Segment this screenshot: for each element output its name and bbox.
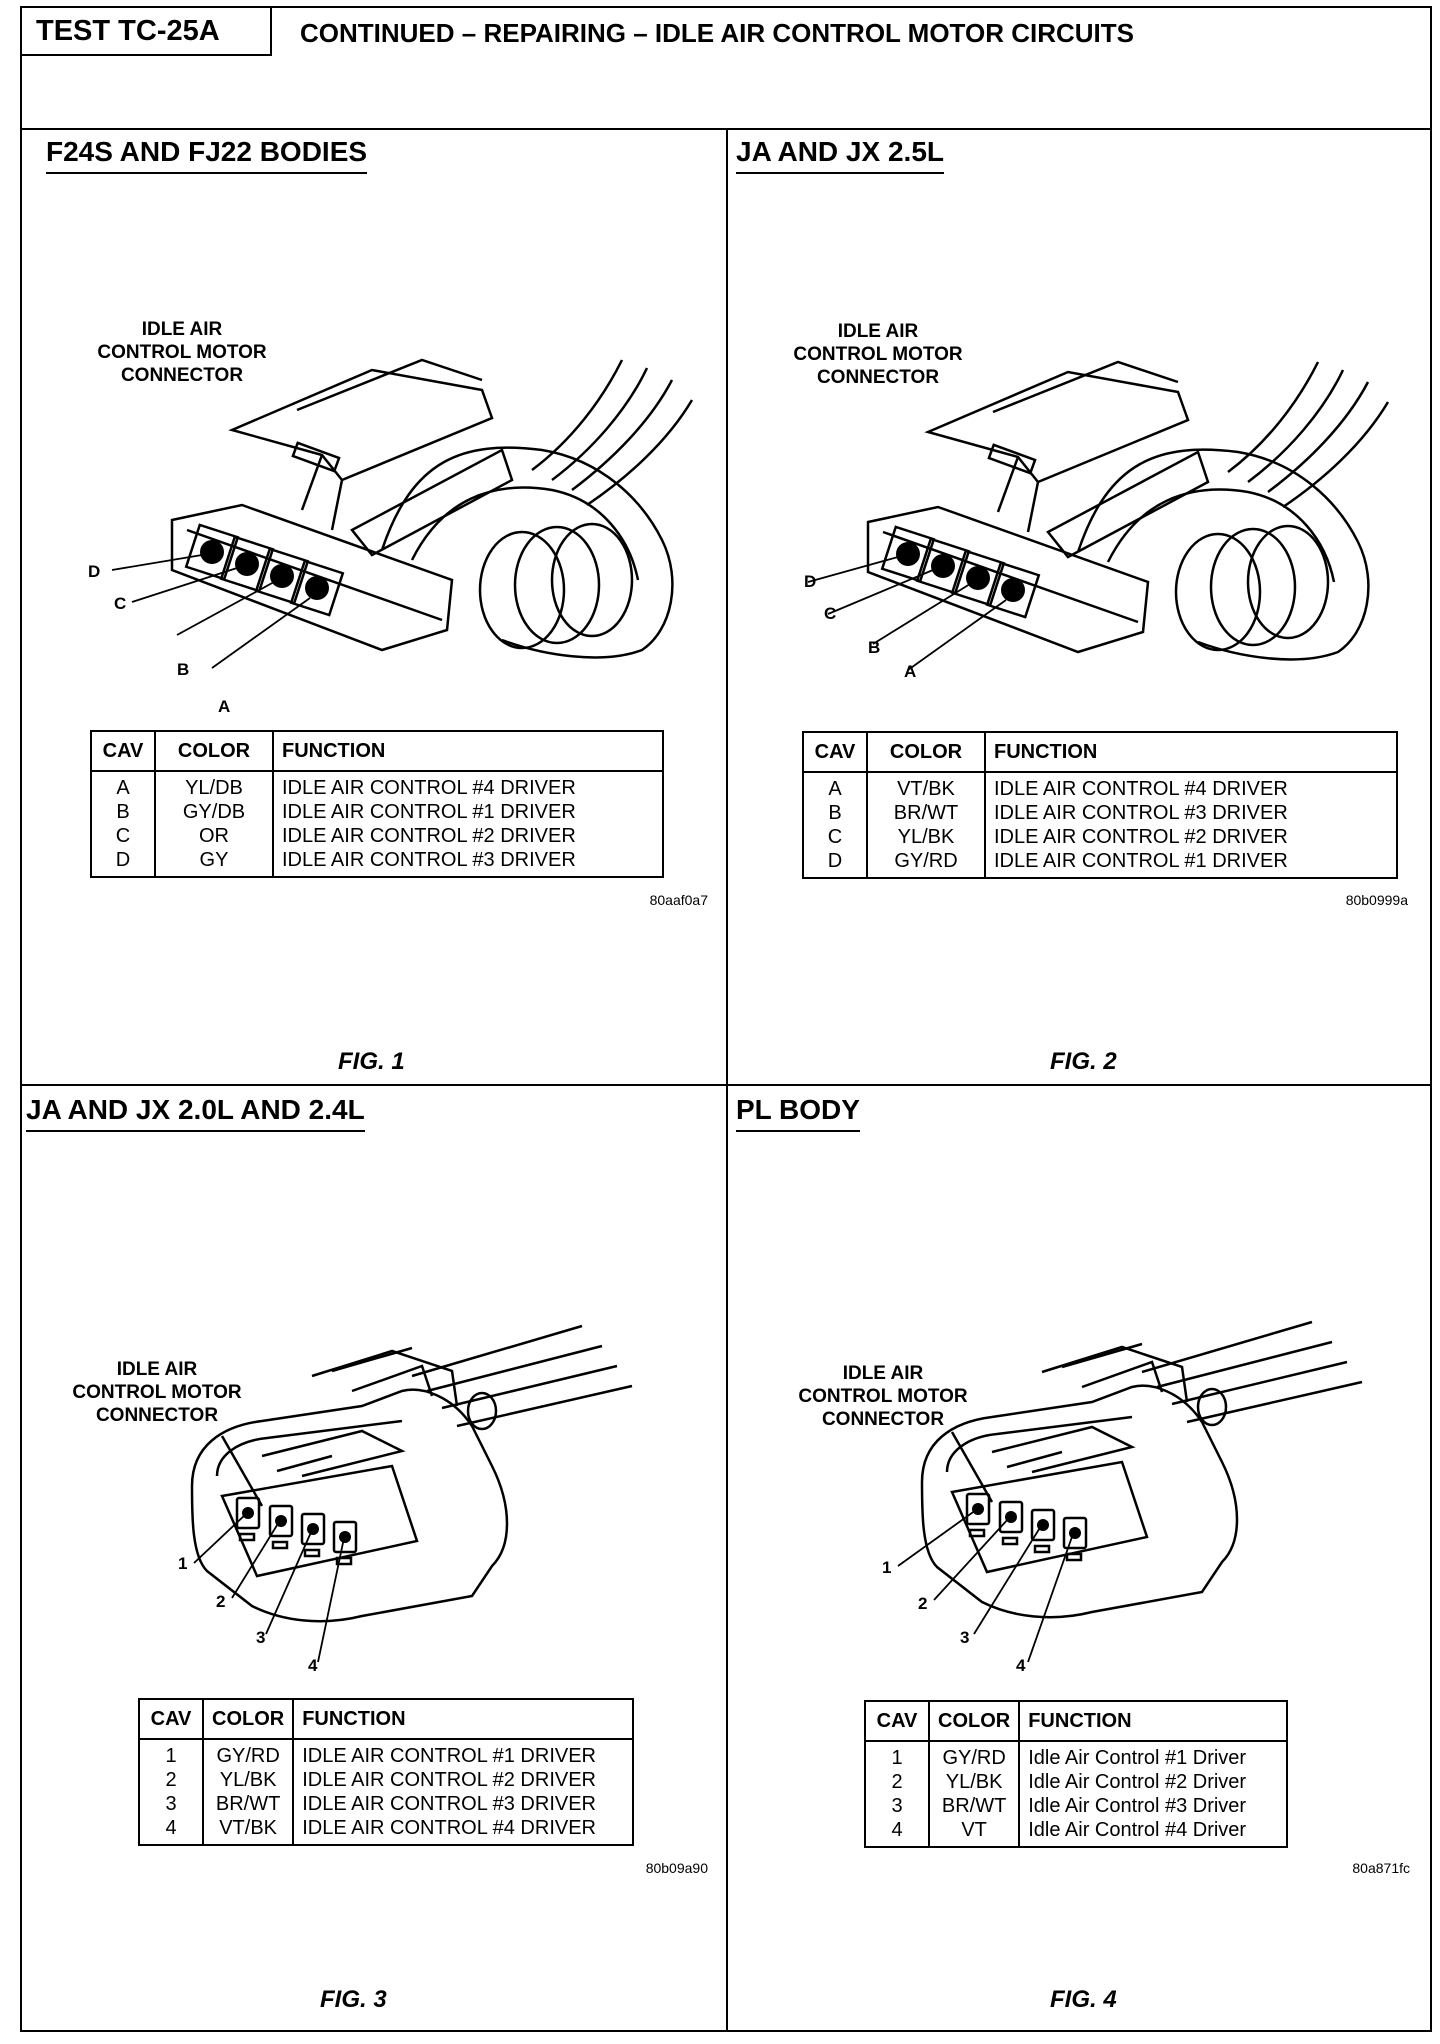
- panel-fig2: JA AND JX 2.5L IDLE AIR CONTROL MOTOR CO…: [728, 130, 1432, 1084]
- pin-label-c: C: [114, 594, 127, 613]
- col-cav: CAV: [802, 731, 868, 773]
- connector-4pin-diagram: [190, 1324, 633, 1623]
- connector-4pin-diagram: [920, 1320, 1363, 1619]
- pin-label-b: B: [868, 638, 881, 657]
- panel-fig1: F24S AND FJ22 BODIES IDLE AIR CONTROL MO…: [22, 130, 726, 1084]
- test-title: CONTINUED – REPAIRING – IDLE AIR CONTROL…: [300, 18, 1134, 48]
- test-id-box: TEST TC-25A: [22, 8, 272, 56]
- figure-label: FIG. 2: [1050, 1048, 1117, 1075]
- connector-callout: IDLE AIR CONTROL MOTOR CONNECTOR: [97, 319, 267, 386]
- figure-reference-code: 80aaf0a7: [649, 892, 708, 908]
- col-cav: CAV: [90, 730, 156, 772]
- panel-title: JA AND JX 2.0L AND 2.4L: [26, 1094, 365, 1132]
- pin-label-d: D: [88, 562, 101, 581]
- panel-title: JA AND JX 2.5L: [736, 136, 944, 174]
- figure-reference-code: 80b09a90: [645, 1860, 708, 1876]
- col-color: COLOR: [866, 731, 986, 773]
- panel-fig4: PL BODY IDLE AIR CONTROL MOTOR CONNECTOR: [728, 1086, 1432, 2030]
- pin-label-d: D: [804, 572, 817, 591]
- figure-label: FIG. 4: [1050, 1986, 1117, 2013]
- connector-callout: IDLE AIR CONTROL MOTOR CONNECTOR: [72, 1359, 242, 1426]
- col-cav: CAV: [864, 1700, 930, 1742]
- pin-leader-lines: [897, 1509, 1074, 1663]
- col-function: FUNCTION: [272, 730, 664, 772]
- col-color: COLOR: [154, 730, 274, 772]
- connector-callout: IDLE AIR CONTROL MOTOR CONNECTOR: [798, 1363, 968, 1430]
- pin-label-b: B: [177, 660, 190, 679]
- figure-label: FIG. 3: [320, 1986, 387, 2013]
- connector-callout: IDLE AIR CONTROL MOTOR CONNECTOR: [793, 321, 963, 388]
- figure-label: FIG. 1: [338, 1048, 405, 1075]
- vertical-divider: [726, 130, 728, 2030]
- pin-label-1: 1: [882, 1558, 892, 1577]
- connector-4pin-diagram: [807, 360, 1390, 671]
- col-color: COLOR: [927, 1700, 1021, 1742]
- col-function: FUNCTION: [292, 1698, 634, 1740]
- pin-label-a: A: [218, 697, 231, 716]
- col-color: COLOR: [201, 1698, 295, 1740]
- horizontal-divider: [22, 1084, 1430, 1086]
- pin-label-2: 2: [918, 1594, 928, 1613]
- figure-reference-code: 80a871fc: [1352, 1860, 1410, 1876]
- pin-label-4: 4: [1016, 1656, 1026, 1675]
- pin-label-2: 2: [216, 1592, 226, 1611]
- col-function: FUNCTION: [1018, 1700, 1288, 1742]
- panel-title: F24S AND FJ22 BODIES: [46, 136, 368, 174]
- col-function: FUNCTION: [984, 731, 1398, 773]
- page-header: TEST TC-25A CONTINUED – REPAIRING – IDLE…: [22, 8, 1430, 130]
- pin-label-1: 1: [178, 1554, 188, 1573]
- pin-leader-lines: [193, 1513, 345, 1663]
- pin-label-3: 3: [960, 1628, 970, 1647]
- figure-reference-code: 80b0999a: [1345, 892, 1408, 908]
- pin-label-3: 3: [256, 1628, 266, 1647]
- pin-label-c: C: [824, 604, 837, 623]
- panel-title: PL BODY: [736, 1094, 860, 1132]
- pin-label-a: A: [904, 662, 917, 681]
- manual-page: TEST TC-25A CONTINUED – REPAIRING – IDLE…: [20, 6, 1432, 2032]
- col-cav: CAV: [138, 1698, 204, 1740]
- pin-label-4: 4: [308, 1656, 318, 1675]
- connector-4pin-diagram: [111, 358, 694, 669]
- panel-fig3: JA AND JX 2.0L AND 2.4L IDLE AIR CONTROL…: [22, 1086, 726, 2030]
